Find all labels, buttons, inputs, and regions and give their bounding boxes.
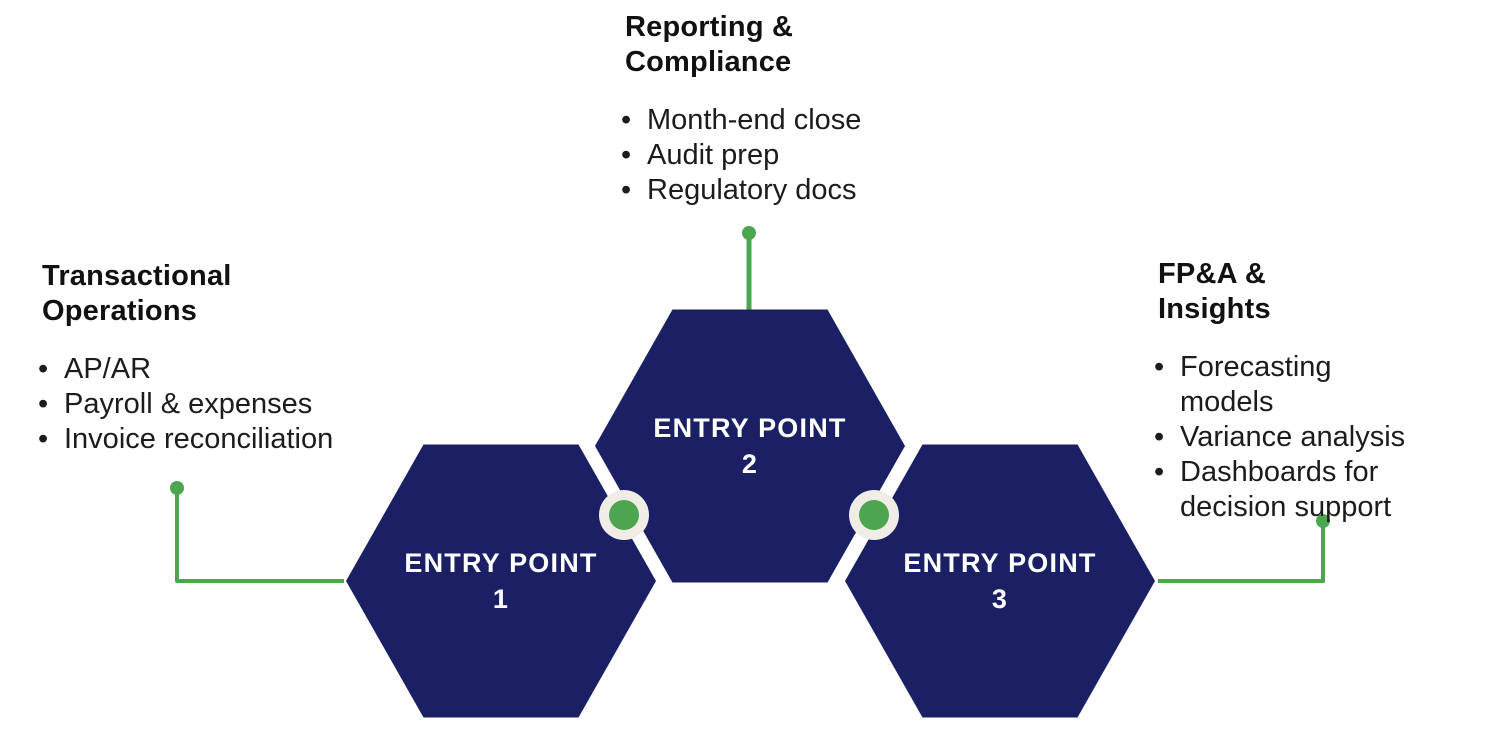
- title-line: Insights: [1158, 293, 1271, 325]
- list-item: Regulatory docs: [621, 173, 861, 208]
- connector-line-left: [175, 491, 344, 583]
- connector-left-end-dot: [170, 481, 184, 495]
- hexagon-label-entry-point-1: ENTRY POINT 1: [346, 545, 656, 617]
- block-reporting-compliance: Reporting & Compliance Month-end close A…: [621, 10, 861, 208]
- block-title-fpa-insights: FP&A & Insights: [1158, 257, 1426, 327]
- list-item: Variance analysis: [1154, 420, 1426, 455]
- list-item: Month-end close: [621, 103, 861, 138]
- title-line: Transactional: [42, 260, 232, 292]
- block-fpa-insights: FP&A & Insights Forecasting models Varia…: [1154, 257, 1426, 525]
- connector-center-end-dot: [742, 226, 756, 240]
- hexagon-entry-point-3: [845, 444, 1155, 718]
- list-item: AP/AR: [38, 352, 333, 387]
- connector-line-right: [1158, 524, 1325, 583]
- list-item: Payroll & expenses: [38, 387, 333, 422]
- title-line: FP&A &: [1158, 258, 1267, 290]
- hexagon-label-number: 2: [741, 449, 759, 479]
- junction-dot-right: [859, 500, 889, 530]
- hexagon-entry-point-2: [595, 309, 905, 583]
- list-item: Invoice reconciliation: [38, 422, 333, 457]
- block-transactional-operations: Transactional Operations AP/AR Payroll &…: [38, 259, 333, 457]
- block-list-reporting-compliance: Month-end close Audit prep Regulatory do…: [621, 103, 861, 208]
- hexagon-label-entry-point-2: ENTRY POINT 2: [595, 410, 905, 482]
- junction-dot-left: [609, 500, 639, 530]
- block-title-transactional-operations: Transactional Operations: [42, 259, 333, 329]
- hexagon-label-text: ENTRY POINT: [404, 548, 598, 578]
- title-line: Reporting &: [625, 11, 794, 43]
- block-title-reporting-compliance: Reporting & Compliance: [625, 10, 861, 80]
- list-item: Dashboards for decision support: [1154, 455, 1426, 525]
- hexagon-entry-point-1: [346, 444, 656, 718]
- block-list-transactional-operations: AP/AR Payroll & expenses Invoice reconci…: [38, 352, 333, 457]
- hexagon-label-number: 1: [492, 584, 510, 614]
- hexagon-label-entry-point-3: ENTRY POINT 3: [845, 545, 1155, 617]
- block-list-fpa-insights: Forecasting models Variance analysis Das…: [1154, 350, 1426, 525]
- list-item: Forecasting models: [1154, 350, 1426, 420]
- hexagon-label-text: ENTRY POINT: [653, 413, 847, 443]
- hexagon-label-text: ENTRY POINT: [903, 548, 1097, 578]
- list-item: Audit prep: [621, 138, 861, 173]
- title-line: Operations: [42, 295, 198, 327]
- title-line: Compliance: [625, 46, 792, 78]
- hexagon-label-number: 3: [991, 584, 1009, 614]
